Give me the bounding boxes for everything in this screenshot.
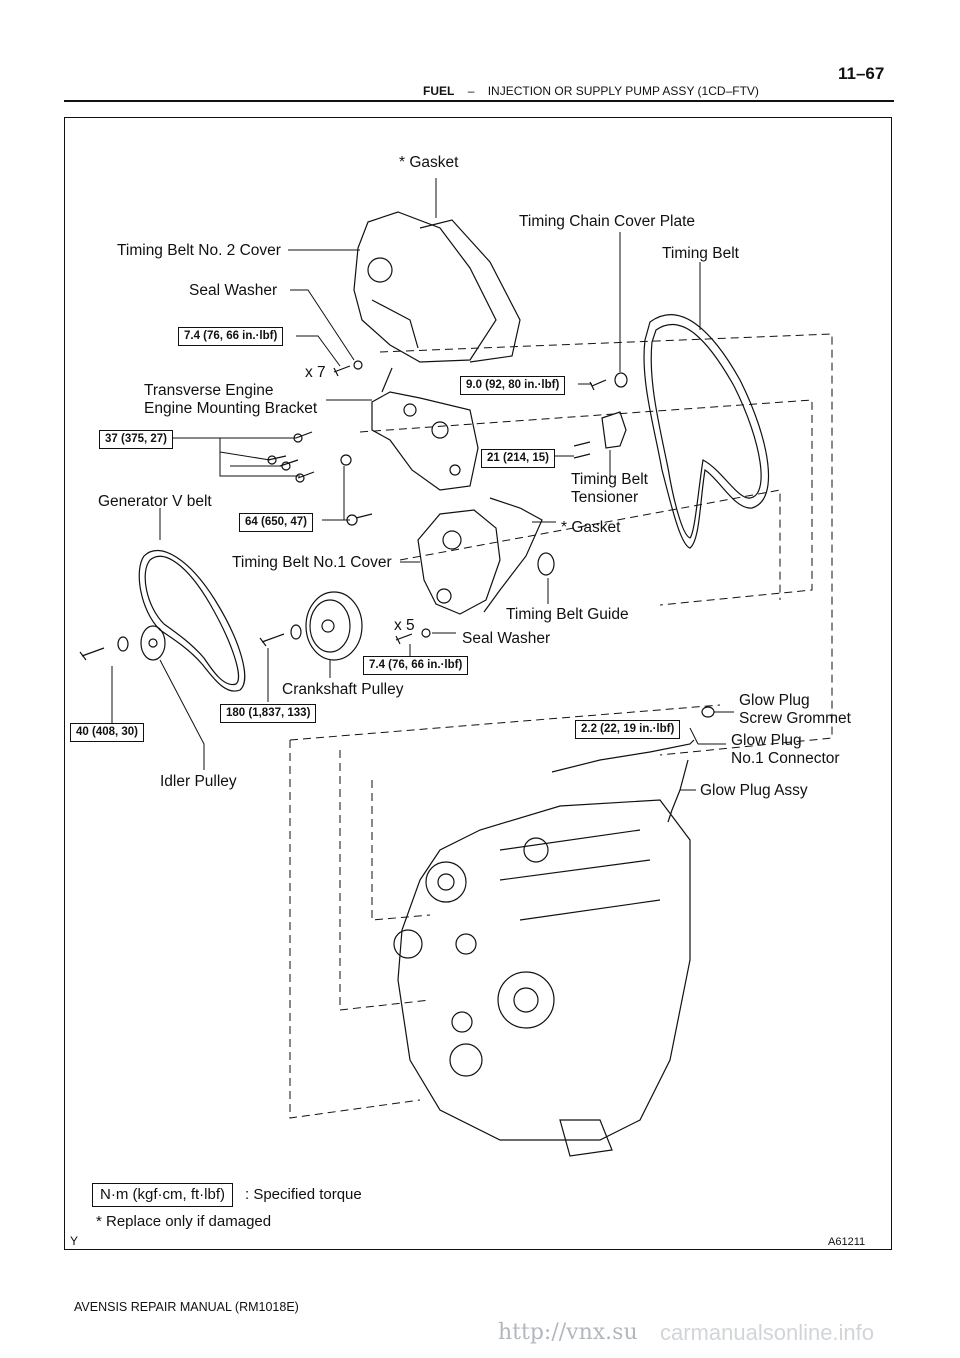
watermark-site: carmanualsonline.info [660,1320,875,1345]
leader-2-2 [689,727,699,745]
timing-belt-no1-cover [417,509,501,615]
label-x5: x 5 [394,617,415,634]
label-generator-v-belt: Generator V belt [98,493,212,510]
label-idler-pulley: Idler Pulley [160,773,237,790]
torque-seal-washer-mid: 7.4 (76, 66 in.·lbf) [363,656,469,675]
label-x7: x 7 [305,364,326,381]
label-seal-washer-mid: Seal Washer [462,630,551,647]
timing-belt-guide-drawing [537,552,555,576]
bolt-top-drawing [333,365,351,377]
label-transverse-engine: Transverse Engine [144,382,274,399]
label-seal-washer-top: Seal Washer [189,282,278,299]
dashed-outline-rear [379,333,833,756]
glow-plug-assy-drawing [667,759,689,823]
label-crankshaft-pulley: Crankshaft Pulley [282,681,404,698]
gasket-top-drawing [419,219,521,363]
timing-belt-drawing [643,314,770,549]
leader-tq-seal-top [296,335,341,367]
leader-seal-washer-top [290,289,355,361]
label-tensioner-line2: Tensioner [571,489,639,506]
timing-belt-no2-cover [353,211,497,363]
label-glow-plug-grommet-2: Screw Grommet [739,710,851,727]
figure-code: A61211 [828,1236,866,1248]
label-gasket-top: * Gasket [399,154,459,171]
dashed-outline-mid [359,399,813,606]
glow-plug-connector-drawing [551,739,695,773]
label-timing-chain-cover-plate: Timing Chain Cover Plate [519,213,696,230]
seal-washer-top-drawing [353,360,363,370]
label-gasket-mid: * Gasket [561,519,621,536]
gasket-mid-drawing [483,497,543,613]
leader-64 [322,466,345,521]
dashed-outline-engine-c [371,780,431,921]
legend-unit-text: : Specified torque [245,1186,362,1203]
leader-37b [219,438,300,477]
idler-pulley-drawing [140,625,166,661]
generator-v-belt-drawing [138,550,246,692]
label-timing-belt: Timing Belt [662,245,739,262]
label-glow-plug-connector-2: No.1 Connector [731,750,840,767]
label-glow-plug-assy: Glow Plug Assy [700,782,808,799]
chain-cover-plate-drawing [614,372,628,388]
torque-tensioner: 21 (214, 15) [481,449,556,468]
dashed-outline-engine-b [339,750,431,1011]
legend-note: * Replace only if damaged [96,1213,272,1230]
crankshaft-pulley-drawing [305,591,363,661]
section-dash: – [467,84,475,98]
label-glow-plug-connector-1: Glow Plug [731,732,802,749]
dashed-outline-engine [289,740,421,1119]
torque-seal-washer-top: 7.4 (76, 66 in.·lbf) [178,327,284,346]
header-rule [64,100,894,102]
footer-manual: AVENSIS REPAIR MANUAL (RM1018E) [74,1300,299,1314]
label-glow-plug-grommet-1: Glow Plug [739,692,810,709]
label-tensioner-line1: Timing Belt [571,471,648,488]
torque-bracket: 37 (375, 27) [99,430,174,449]
label-timing-belt-no2-cover: Timing Belt No. 2 Cover [117,242,281,259]
subsection-name: INJECTION OR SUPPLY PUMP ASSY (1CD–FTV) [487,84,759,98]
section-title: FUEL – INJECTION OR SUPPLY PUMP ASSY (1C… [423,84,759,98]
label-timing-belt-no1-cover: Timing Belt No.1 Cover [232,554,392,571]
tensioner-drawing [601,411,627,449]
watermark-link[interactable]: http://vnx.su [498,1320,638,1345]
engine-mounting-bracket [371,367,479,491]
figure-frame [64,117,892,1250]
leader-idler [159,659,205,770]
torque-crankshaft: 180 (1,837, 133) [220,704,317,723]
leader-37c [219,451,271,461]
page-number: 11–67 [838,64,885,83]
torque-chain-cover-plate: 9.0 (92, 80 in.·lbf) [460,376,566,395]
label-timing-belt-guide: Timing Belt Guide [506,606,629,623]
corner-mark: Y [70,1234,79,1248]
label-engine-mounting-bracket: Engine Mounting Bracket [144,400,318,417]
torque-idler: 40 (408, 30) [70,723,145,742]
engine-block-drawing [393,799,691,1157]
legend-unit-box: N·m (kgf·cm, ft·lbf) [92,1183,233,1207]
dashed-outline-inner [399,489,781,600]
section-name: FUEL [423,84,455,98]
torque-glow-plug: 2.2 (22, 19 in.·lbf) [575,720,681,739]
torque-64: 64 (650, 47) [239,513,314,532]
